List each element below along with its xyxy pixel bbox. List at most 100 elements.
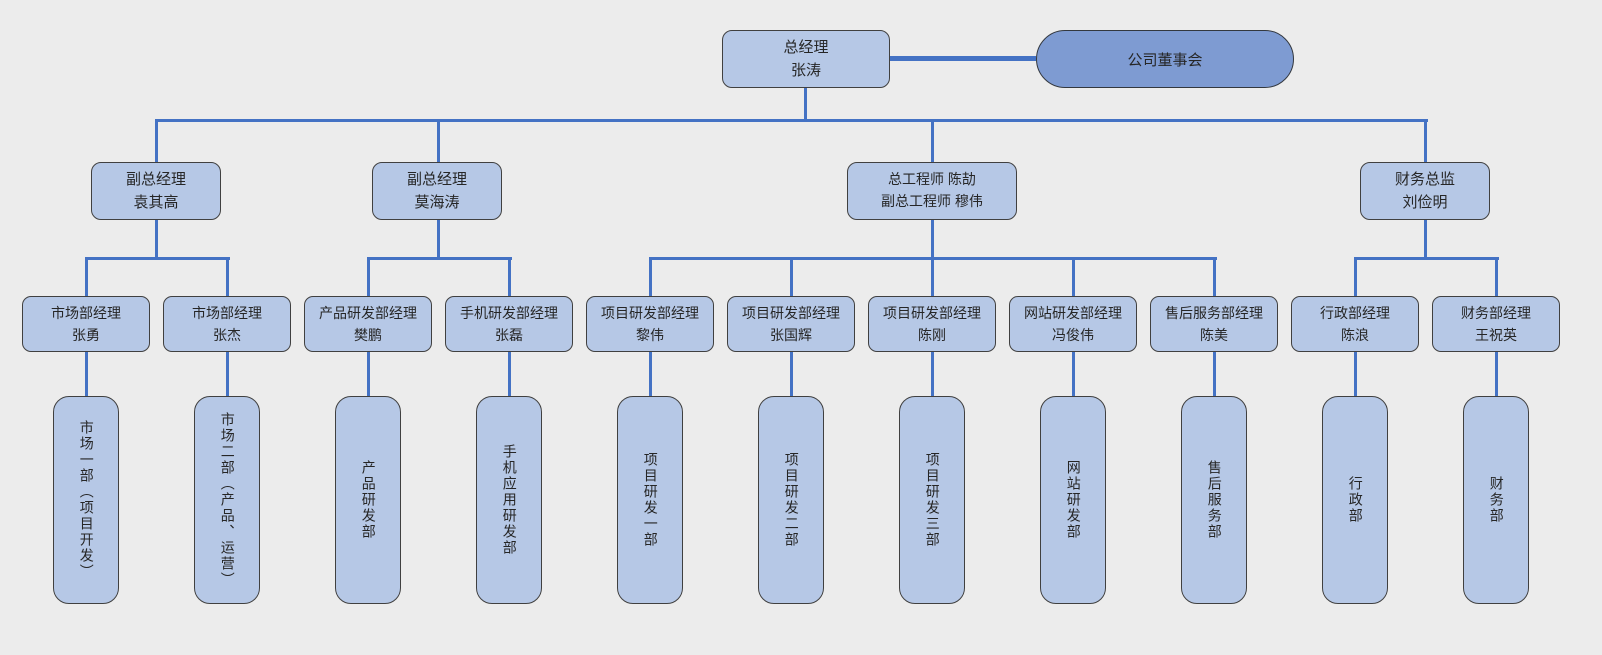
node-vice-gm-2[interactable]: 副总经理 莫海涛 — [372, 162, 502, 220]
connector-line — [1072, 257, 1075, 297]
node-dept-marketing-2[interactable]: 市场二部（产品、运营） — [194, 396, 260, 604]
node-title: 总工程师 陈劼 — [888, 171, 976, 188]
node-title: 总经理 — [783, 38, 829, 56]
connector-line — [1495, 257, 1498, 297]
connector-line — [155, 119, 158, 162]
node-title: 公司董事会 — [1127, 51, 1203, 69]
node-person: 袁其高 — [133, 194, 179, 211]
connector-line — [226, 257, 229, 297]
connector-line — [790, 352, 793, 398]
node-title: 财务部经理 — [1461, 304, 1531, 321]
node-person: 张涛 — [790, 62, 821, 79]
node-board-of-directors[interactable]: 公司董事会 — [1036, 30, 1294, 88]
connector-line — [804, 88, 807, 122]
dept-label: 市场二部（产品、运营） — [219, 412, 236, 588]
connector-line — [1424, 119, 1427, 162]
node-general-manager[interactable]: 总经理 张涛 — [722, 30, 890, 88]
dept-label: 手机应用研发部 — [501, 444, 518, 556]
connector-line — [1354, 352, 1357, 398]
node-title: 市场部经理 — [51, 304, 121, 321]
node-person: 张磊 — [495, 327, 523, 343]
node-person: 冯俊伟 — [1052, 327, 1094, 343]
connector-gm-board — [890, 56, 1036, 61]
node-title: 副总经理 — [406, 170, 467, 188]
node-title: 项目研发部经理 — [883, 304, 981, 321]
connector-line — [1424, 220, 1427, 259]
node-person: 陈美 — [1200, 327, 1228, 343]
node-dept-product-rd[interactable]: 产品研发部 — [335, 396, 401, 604]
node-manager-project-rd-2[interactable]: 项目研发部经理 张国辉 — [727, 296, 855, 352]
node-manager-mobile-rd[interactable]: 手机研发部经理 张磊 — [445, 296, 573, 352]
node-title: 副总经理 — [125, 170, 186, 188]
node-manager-project-rd-1[interactable]: 项目研发部经理 黎伟 — [586, 296, 714, 352]
connector-line — [85, 352, 88, 398]
dept-label: 市场一部（项目开发） — [78, 420, 95, 580]
node-person: 莫海涛 — [414, 194, 460, 211]
node-person: 张国辉 — [770, 327, 812, 343]
node-person: 陈浪 — [1341, 327, 1369, 343]
node-finance-director[interactable]: 财务总监 刘俭明 — [1360, 162, 1490, 220]
dept-label: 售后服务部 — [1206, 460, 1223, 540]
node-manager-admin[interactable]: 行政部经理 陈浪 — [1291, 296, 1419, 352]
connector-rail-branch4 — [1354, 257, 1499, 260]
node-manager-finance[interactable]: 财务部经理 王祝英 — [1432, 296, 1560, 352]
node-manager-website-rd[interactable]: 网站研发部经理 冯俊伟 — [1009, 296, 1137, 352]
node-chief-engineer[interactable]: 总工程师 陈劼 副总工程师 穆伟 — [847, 162, 1017, 220]
node-dept-project-rd-2[interactable]: 项目研发二部 — [758, 396, 824, 604]
node-manager-after-sales[interactable]: 售后服务部经理 陈美 — [1150, 296, 1278, 352]
connector-line — [1495, 352, 1498, 398]
node-title: 市场部经理 — [192, 304, 262, 321]
node-person: 樊鹏 — [354, 327, 382, 343]
node-person: 刘俭明 — [1402, 194, 1448, 211]
node-person: 张勇 — [72, 327, 100, 343]
connector-line — [367, 257, 370, 297]
connector-line — [437, 119, 440, 162]
node-title: 产品研发部经理 — [319, 304, 417, 321]
node-manager-marketing-1[interactable]: 市场部经理 张勇 — [22, 296, 150, 352]
connector-line — [437, 220, 440, 259]
node-title: 项目研发部经理 — [601, 304, 699, 321]
node-manager-marketing-2[interactable]: 市场部经理 张杰 — [163, 296, 291, 352]
node-title: 财务总监 — [1394, 170, 1455, 188]
node-dept-website-rd[interactable]: 网站研发部 — [1040, 396, 1106, 604]
connector-line — [931, 257, 934, 297]
dept-label: 项目研发一部 — [642, 452, 659, 548]
connector-line — [508, 257, 511, 297]
dept-label: 行政部 — [1347, 476, 1364, 524]
dept-label: 网站研发部 — [1065, 460, 1082, 540]
node-person: 副总工程师 穆伟 — [881, 193, 983, 209]
connector-line — [367, 352, 370, 398]
connector-line — [226, 352, 229, 398]
connector-rail-level2 — [155, 119, 1428, 122]
dept-label: 财务部 — [1488, 476, 1505, 524]
node-dept-project-rd-3[interactable]: 项目研发三部 — [899, 396, 965, 604]
node-person: 王祝英 — [1475, 327, 1517, 343]
connector-line — [931, 220, 934, 259]
node-dept-admin[interactable]: 行政部 — [1322, 396, 1388, 604]
connector-line — [1213, 257, 1216, 297]
dept-label: 项目研发二部 — [783, 452, 800, 548]
connector-rail-branch2 — [367, 257, 512, 260]
node-dept-finance[interactable]: 财务部 — [1463, 396, 1529, 604]
node-dept-after-sales[interactable]: 售后服务部 — [1181, 396, 1247, 604]
node-title: 网站研发部经理 — [1024, 304, 1122, 321]
node-person: 黎伟 — [636, 327, 664, 343]
connector-line — [649, 257, 652, 297]
connector-line — [931, 119, 934, 162]
node-person: 张杰 — [213, 327, 241, 343]
node-vice-gm-1[interactable]: 副总经理 袁其高 — [91, 162, 221, 220]
node-manager-project-rd-3[interactable]: 项目研发部经理 陈刚 — [868, 296, 996, 352]
node-title: 售后服务部经理 — [1165, 304, 1263, 321]
connector-line — [1213, 352, 1216, 398]
node-dept-project-rd-1[interactable]: 项目研发一部 — [617, 396, 683, 604]
connector-rail-branch1 — [85, 257, 230, 260]
connector-line — [85, 257, 88, 297]
node-dept-marketing-1[interactable]: 市场一部（项目开发） — [53, 396, 119, 604]
node-title: 项目研发部经理 — [742, 304, 840, 321]
node-manager-product-rd[interactable]: 产品研发部经理 樊鹏 — [304, 296, 432, 352]
connector-line — [1354, 257, 1357, 297]
node-dept-mobile-rd[interactable]: 手机应用研发部 — [476, 396, 542, 604]
node-title: 行政部经理 — [1320, 304, 1390, 321]
connector-line — [649, 352, 652, 398]
